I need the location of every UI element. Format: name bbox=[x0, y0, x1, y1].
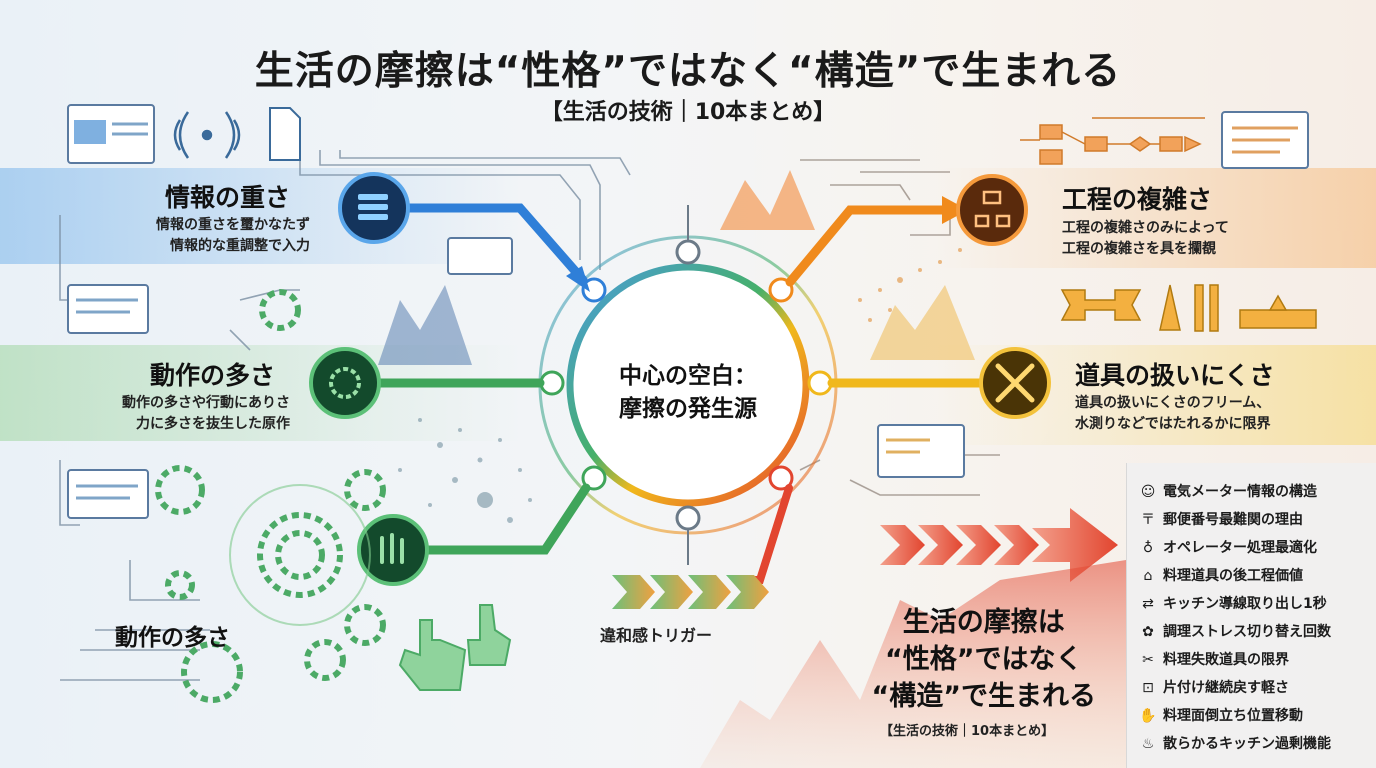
list-item[interactable]: ⊡片付け継続戻す軽さ bbox=[1139, 677, 1289, 697]
pot-icon: ⌂ bbox=[1143, 568, 1153, 584]
page-title: 生活の摩擦は“性格”ではなく“構造”で生まれる bbox=[254, 49, 1122, 94]
process-connector bbox=[785, 205, 960, 287]
node-action2 bbox=[581, 465, 607, 491]
list-item[interactable]: 〒郵便番号最難関の理由 bbox=[1139, 509, 1303, 529]
meter-icon: ☺ bbox=[1140, 484, 1156, 500]
move-icon: ✋ bbox=[1139, 708, 1157, 724]
hand-gear-icon bbox=[309, 347, 381, 419]
mountain-yellow bbox=[870, 285, 975, 360]
info-desc-line2: 情報的な重調整で入力 bbox=[170, 238, 310, 254]
info-band bbox=[0, 168, 520, 264]
window-lines bbox=[76, 122, 1298, 500]
tools-desc-line2: 水測りなどではたれるかに限界 bbox=[1075, 416, 1271, 432]
summary-line1: 生活の摩擦は bbox=[902, 607, 1065, 638]
mountain-blue bbox=[378, 285, 472, 365]
gear-icons bbox=[155, 289, 386, 703]
hand-swipe-icon bbox=[357, 514, 429, 586]
circuit-lines-left bbox=[59, 150, 631, 681]
tool-silhouettes bbox=[1060, 284, 1317, 332]
action2-heading: 動作の多さ bbox=[115, 625, 230, 651]
process-description: 工程の複雑さのみによって 工程の複雑さを具を攔覩 bbox=[1062, 218, 1229, 260]
action-desc-line2: 力に多さを抜生した原作 bbox=[136, 416, 290, 432]
info-heading: 情報の重さ bbox=[165, 183, 291, 212]
knife-icon: ✂ bbox=[1142, 652, 1154, 668]
pointing-hand-icons bbox=[398, 604, 512, 691]
center-label-line1: 中心の空白： bbox=[619, 363, 757, 389]
process-heading: 工程の複雑さ bbox=[1062, 185, 1213, 214]
summary-subtitle: 【生活の技術｜10本まとめ】 bbox=[880, 724, 1055, 739]
action-desc-line1: 動作の多さや行動にありさ bbox=[122, 395, 290, 411]
trigger-chevrons bbox=[612, 575, 769, 609]
particle-dots-orange bbox=[858, 248, 962, 322]
chef-icon: ♨ bbox=[1141, 736, 1155, 752]
list-item[interactable]: ✂料理失敗道具の限界 bbox=[1139, 649, 1289, 669]
article-list: ☺電気メーター情報の構造 〒郵便番号最難関の理由 ♁オペレーター処理最適化 ⌂料… bbox=[1126, 463, 1376, 768]
page-subtitle: 【生活の技術｜10本まとめ】 bbox=[540, 100, 836, 125]
center-label: 中心の空白： 摩擦の発生源 bbox=[573, 360, 803, 426]
center-label-line2: 摩擦の発生源 bbox=[619, 396, 757, 422]
list-item[interactable]: ✿調理ストレス切り替え回数 bbox=[1139, 621, 1331, 641]
node-info bbox=[581, 277, 607, 303]
node-summary bbox=[768, 465, 794, 491]
action-description: 動作の多さや行動にありさ 力に多さを抜生した原作 bbox=[60, 393, 290, 435]
info-description: 情報の重さを璽かなたず 情報的な重調整で入力 bbox=[80, 215, 310, 257]
tools-desc-line1: 道具の扱いにくさのフリーム、 bbox=[1075, 395, 1271, 411]
document-icon bbox=[269, 107, 301, 161]
summary-heading: 生活の摩擦は “性格”ではなく “構造”で生まれる bbox=[872, 604, 1097, 715]
tools-description: 道具の扱いにくさのフリーム、 水測りなどではたれるかに限界 bbox=[1075, 393, 1270, 435]
kitchen-flow-icon: ⇄ bbox=[1142, 596, 1154, 612]
tools-heading: 道具の扱いにくさ bbox=[1075, 361, 1275, 390]
list-item[interactable]: ⌂料理道具の後工程価値 bbox=[1139, 565, 1303, 585]
list-item[interactable]: ☺電気メーター情報の構造 bbox=[1140, 484, 1317, 500]
summary-connector bbox=[736, 484, 793, 584]
red-chevrons bbox=[880, 508, 1118, 582]
trigger-label: 違和感トリガー bbox=[600, 626, 713, 645]
action2-connector bbox=[415, 483, 591, 555]
flowchart-icon bbox=[956, 174, 1028, 246]
brain-icon: ✿ bbox=[1142, 624, 1154, 640]
list-item[interactable]: ⇄キッチン導線取り出し1秒 bbox=[1139, 593, 1327, 613]
tools-icon bbox=[979, 347, 1051, 419]
center-ring bbox=[566, 263, 810, 507]
flowchart-diagram bbox=[1020, 117, 1205, 165]
summary-line2: “性格”ではなく bbox=[885, 644, 1083, 675]
node-top bbox=[675, 239, 701, 265]
summary-line3: “構造”で生まれる bbox=[871, 681, 1097, 712]
cleanup-icon: ⊡ bbox=[1142, 680, 1154, 696]
info-connector bbox=[390, 203, 588, 285]
mountain-red bbox=[700, 560, 1126, 768]
info-icon bbox=[338, 172, 410, 244]
list-item[interactable]: ✋料理面倒立ち位置移動 bbox=[1139, 708, 1303, 724]
process-desc-line2: 工程の複雑さを具を攔覩 bbox=[1062, 241, 1216, 257]
operator-icon: ♁ bbox=[1142, 540, 1154, 556]
action-heading: 動作の多さ bbox=[150, 361, 276, 390]
list-item[interactable]: ♁オペレーター処理最適化 bbox=[1139, 537, 1317, 557]
particle-dots bbox=[398, 418, 532, 523]
info-desc-line1: 情報の重さを璽かなたず bbox=[156, 217, 310, 233]
node-bottom bbox=[675, 505, 701, 531]
list-item[interactable]: ♨散らかるキッチン過剰機能 bbox=[1139, 733, 1331, 753]
process-desc-line1: 工程の複雑さのみによって bbox=[1062, 220, 1229, 236]
mountain-orange bbox=[720, 170, 815, 230]
wifi-icon bbox=[173, 111, 241, 159]
postal-icon: 〒 bbox=[1141, 512, 1155, 528]
